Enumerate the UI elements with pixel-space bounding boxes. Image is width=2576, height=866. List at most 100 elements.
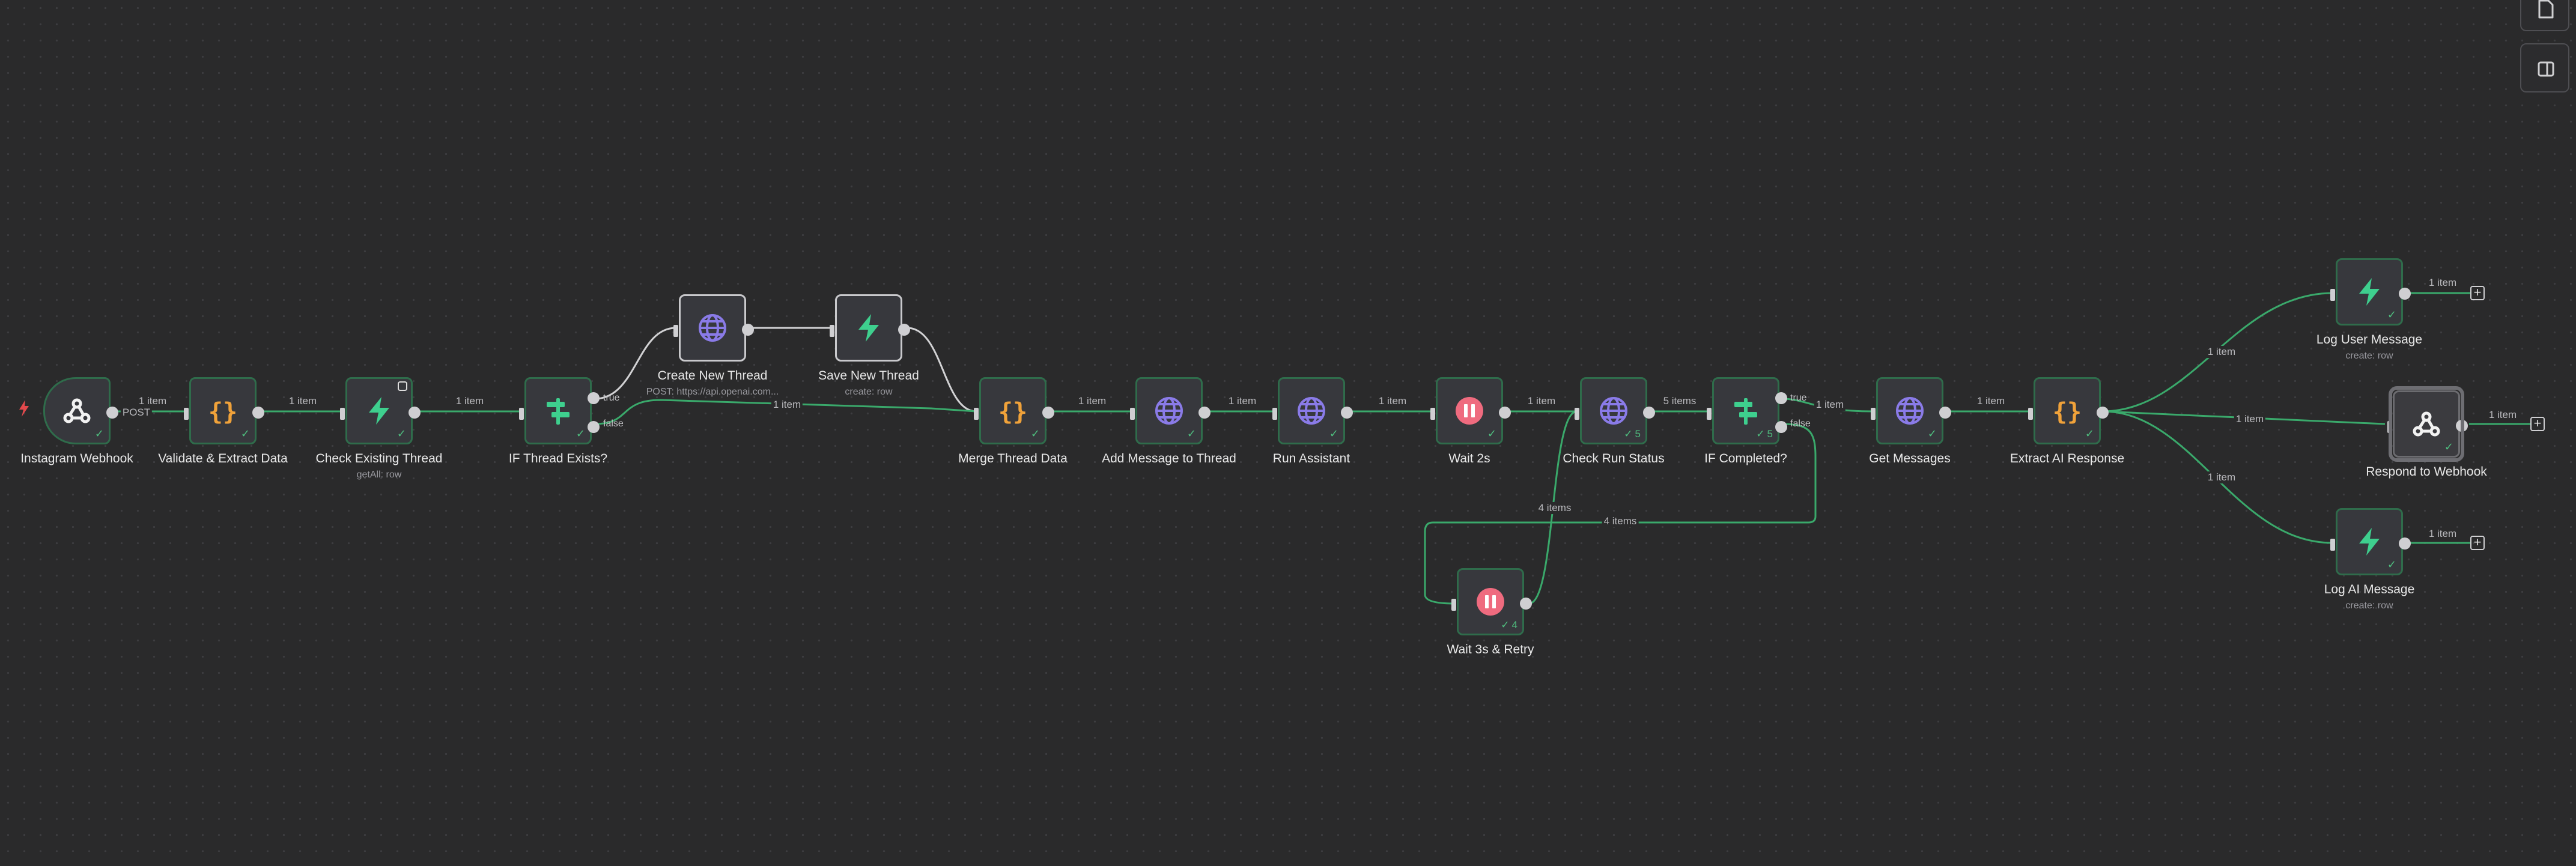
node-if-completed[interactable]: ✓5 <box>1707 377 1787 444</box>
pause-icon <box>1453 395 1486 427</box>
output-port[interactable] <box>1198 407 1211 419</box>
input-port[interactable] <box>830 325 834 337</box>
success-check-icon: ✓ <box>2387 309 2396 321</box>
output-port[interactable] <box>742 324 754 336</box>
supabase-icon <box>2353 525 2386 558</box>
node-merge-thread-data[interactable]: {} ✓ <box>974 377 1054 444</box>
output-port[interactable] <box>1042 407 1054 419</box>
input-port[interactable] <box>1707 408 1712 420</box>
output-port[interactable] <box>2097 407 2109 419</box>
webhook-icon <box>2410 408 2443 440</box>
node-log-user-message[interactable]: ✓ <box>2330 258 2411 326</box>
edge-if-false-merge <box>594 399 977 425</box>
input-port[interactable] <box>974 408 979 420</box>
edge-label: 1 item <box>1975 395 2007 407</box>
input-port[interactable] <box>2028 408 2033 420</box>
node-label: Wait 2s <box>1448 452 1490 465</box>
input-port[interactable] <box>340 408 345 420</box>
output-port-true[interactable] <box>1775 392 1787 404</box>
output-port[interactable] <box>1939 407 1951 419</box>
node-label: Save New Thread <box>818 369 919 383</box>
input-port[interactable] <box>1272 408 1277 420</box>
code-braces-icon: {} <box>2051 395 2083 427</box>
node-wait-2s[interactable]: ✓ <box>1430 377 1511 444</box>
edge-if-true-create <box>594 327 676 400</box>
code-braces-icon: {} <box>997 395 1029 427</box>
edge-save-merge <box>907 327 977 413</box>
output-port[interactable] <box>1341 407 1353 419</box>
node-label: IF Thread Exists? <box>508 452 608 465</box>
node-save-new-thread[interactable] <box>830 294 910 362</box>
input-port[interactable] <box>1871 408 1876 420</box>
node-sublabel: create: row <box>845 387 893 397</box>
input-port[interactable] <box>2330 289 2335 301</box>
input-port[interactable] <box>184 408 189 420</box>
node-extract-ai-response[interactable]: {} ✓ <box>2028 377 2109 444</box>
svg-text:{}: {} <box>208 398 237 426</box>
node-wait-3s-retry[interactable]: ✓4 <box>1451 568 1532 635</box>
input-port[interactable] <box>1430 408 1435 420</box>
edge-label: 1 item <box>2426 528 2459 540</box>
node-label: Check Run Status <box>1563 452 1665 465</box>
input-port[interactable] <box>1451 599 1456 611</box>
add-node-button[interactable]: + <box>2470 536 2485 550</box>
code-braces-icon: {} <box>207 395 239 427</box>
output-port[interactable] <box>106 407 118 419</box>
globe-icon <box>1894 395 1926 427</box>
output-port-false[interactable] <box>588 421 600 433</box>
output-port[interactable] <box>252 407 264 419</box>
edge-label: 1 item <box>2426 277 2459 289</box>
node-add-message-to-thread[interactable]: ✓ <box>1130 377 1211 444</box>
success-check-icon: ✓ <box>1030 428 1040 440</box>
edge-label: 1 item <box>454 395 486 407</box>
node-check-run-status[interactable]: ✓5 <box>1575 377 1655 444</box>
edge-label: 1 item <box>1376 395 1409 407</box>
sticky-note-button[interactable] <box>2520 0 2569 31</box>
node-sublabel: create: row <box>2345 351 2393 361</box>
edge-label: 1 item <box>2234 413 2266 425</box>
node-sublabel: POST: https://api.openai.com... <box>646 387 779 397</box>
output-port-true[interactable] <box>588 392 600 404</box>
input-port[interactable] <box>2387 421 2392 433</box>
input-port[interactable] <box>1130 408 1135 420</box>
node-respond-to-webhook[interactable]: ✓ <box>2387 386 2468 462</box>
globe-icon <box>1295 395 1328 427</box>
node-check-existing-thread[interactable]: ✓ <box>340 377 421 444</box>
output-port[interactable] <box>1499 407 1511 419</box>
edge-label: 1 item <box>2486 409 2519 421</box>
toggle-panel-button[interactable] <box>2520 43 2569 92</box>
node-create-new-thread[interactable] <box>673 294 754 362</box>
output-port[interactable] <box>898 324 910 336</box>
success-check-icon: ✓ <box>1186 428 1196 440</box>
input-port[interactable] <box>1575 408 1579 420</box>
output-port[interactable] <box>2399 288 2411 300</box>
node-instagram-webhook[interactable]: ✓ <box>43 377 118 444</box>
globe-icon <box>696 312 729 344</box>
node-label: Add Message to Thread <box>1102 452 1236 465</box>
edge-label: 4 items <box>1602 515 1639 527</box>
node-if-thread-exists[interactable]: ✓ <box>519 377 600 444</box>
node-label: Check Existing Thread <box>315 452 443 465</box>
success-check-icon: ✓ <box>2387 559 2396 571</box>
output-port[interactable] <box>1520 598 1532 610</box>
pin-icon[interactable] <box>398 381 407 391</box>
node-sublabel: create: row <box>2345 601 2393 611</box>
edge-label: 1 item <box>1814 399 1846 411</box>
success-check-icon: ✓ <box>1329 428 1338 440</box>
node-get-messages[interactable]: ✓ <box>1871 377 1951 444</box>
input-port[interactable] <box>2330 539 2335 551</box>
output-port[interactable] <box>1643 407 1655 419</box>
output-port-false[interactable] <box>1775 421 1787 433</box>
node-run-assistant[interactable]: ✓ <box>1272 377 1353 444</box>
input-port[interactable] <box>519 408 524 420</box>
output-port[interactable] <box>2399 537 2411 550</box>
add-node-button[interactable]: + <box>2530 417 2545 431</box>
node-label: IF Completed? <box>1704 452 1787 465</box>
node-log-ai-message[interactable]: ✓ <box>2330 508 2411 575</box>
output-port[interactable] <box>2456 420 2468 432</box>
add-node-button[interactable]: + <box>2470 286 2485 300</box>
node-validate-extract[interactable]: {} ✓ <box>184 377 264 444</box>
output-port[interactable] <box>409 407 421 419</box>
input-port[interactable] <box>673 325 678 337</box>
